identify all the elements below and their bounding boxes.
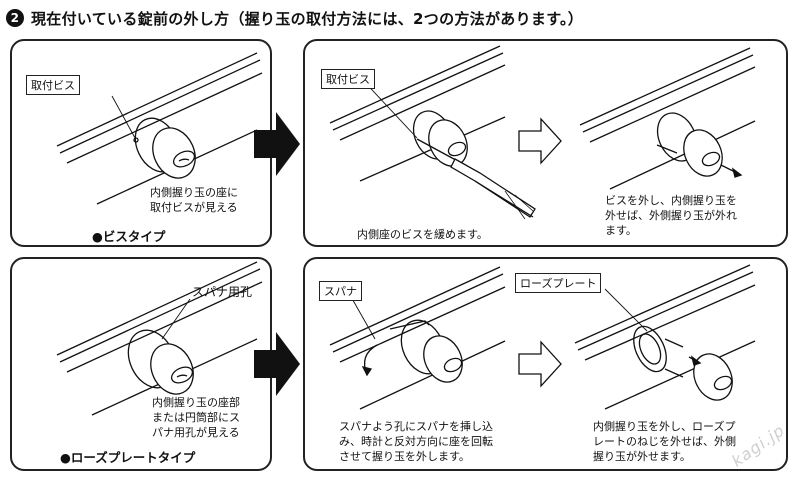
title-text: 現在付いている錠前の外し方（握り玉の取付方法には、2つの方法があります。） (31, 9, 584, 28)
caption-loosen-screw: 内側座のビスを緩めます。 (357, 228, 488, 241)
panel-rose-plate-overview: スパナ用孔 内側握り玉の座部 または円筒部にス パナ用孔が見える ●ローズプレー… (10, 257, 272, 471)
panel-screw-type-overview: 取付ビス 内側握り玉の座に取付ビスが見える ●ビスタイプ (10, 39, 272, 247)
rose-plate-type-label: ●ローズプレートタイプ (60, 450, 196, 465)
caption-remove-knob: ビスを外し、内側握り玉を 外せば、外側握り玉が外れ ます。 (605, 194, 737, 237)
step-number-badge: 2 (6, 9, 24, 27)
door-knob-illustration (56, 261, 263, 416)
caption-remove-rose-plate: 内側握り玉を外し、ローズプ レートのねじを外せば、外側 握り玉が外せます。 (593, 420, 736, 463)
rose-plate-removal-illustration (329, 264, 756, 410)
caption-screw-visible: 内側握り玉の座に取付ビスが見える (150, 186, 238, 214)
panel-screw-type-steps: 取付ビス 内側座のビスを緩めます。 ビスを外し、内側握り玉を 外せば、外側握り玉… (303, 39, 788, 247)
door-knob-illustration (56, 52, 263, 205)
screw-label: 取付ビス (26, 75, 80, 95)
panel-rose-plate-steps: スパナ ローズプレート スパナよう孔にスパナを挿し込 み、時計と反対方向に座を回… (303, 257, 788, 471)
page-title: 2 現在付いている錠前の外し方（握り玉の取付方法には、2つの方法があります。） (6, 5, 583, 31)
screw-type-label: ●ビスタイプ (92, 229, 166, 244)
screw-label: 取付ビス (321, 69, 375, 89)
caption-rotate-with-spanner: スパナよう孔にスパナを挿し込 み、時計と反対方向に座を回転 させて握り玉を外しま… (339, 420, 493, 463)
spanner-hole-label: スパナ用孔 (192, 285, 253, 299)
big-arrow-right-icon (254, 112, 300, 176)
rose-plate-label: ローズプレート (515, 273, 602, 293)
spanner-label: スパナ (319, 281, 362, 301)
caption-spanner-hole-visible: 内側握り玉の座部 または円筒部にス パナ用孔が見える (152, 396, 240, 439)
big-arrow-right-icon (254, 332, 300, 396)
